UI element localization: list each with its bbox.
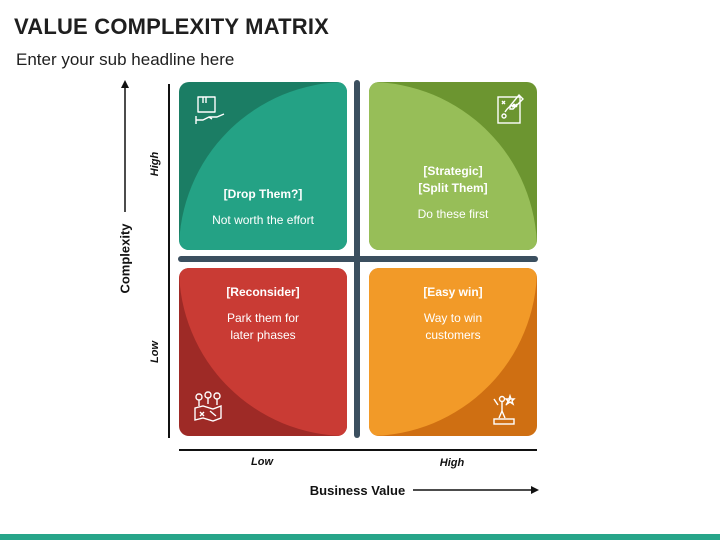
- y-axis-tick-low: Low: [149, 341, 161, 363]
- location-map-icon: [194, 391, 222, 422]
- quadrant-description: Not worth the effort: [212, 213, 314, 227]
- y-axis-title: Complexity: [117, 223, 133, 294]
- quadrant-reconsider: [Reconsider] Park them for later phases: [179, 268, 347, 436]
- footer-bar: [0, 534, 720, 540]
- x-axis-tick-low: Low: [251, 456, 273, 468]
- quadrant-label: [Easy win]: [423, 285, 483, 299]
- page-subtitle: Enter your sub headline here: [16, 50, 235, 69]
- y-axis-line: [168, 84, 170, 438]
- horizontal-divider: [178, 256, 538, 262]
- quadrant-label: [Reconsider]: [226, 285, 300, 299]
- quadrant-description-line2: customers: [425, 328, 481, 342]
- quadrant-label: [Drop Them?]: [223, 187, 303, 201]
- quadrant-description-line1: Park them for: [226, 311, 300, 325]
- y-axis-arrow: [121, 80, 129, 212]
- y-axis-tick-high: High: [149, 151, 161, 177]
- quadrant-label-line2: [Split Them]: [418, 181, 488, 195]
- strategy-board-icon: [497, 93, 524, 124]
- trophy-winner-icon: [493, 393, 516, 425]
- quadrant-description-line1: Way to win: [423, 311, 483, 325]
- quadrant-easy-win: [Easy win] Way to win customers: [369, 268, 537, 436]
- quadrant-description: Do these first: [417, 207, 489, 221]
- quadrant-label-line1: [Strategic]: [423, 164, 483, 178]
- hand-box-icon: [195, 96, 225, 124]
- page-title: VALUE COMPLEXITY MATRIX: [14, 14, 330, 39]
- quadrant-strategic: [Strategic] [Split Them] Do these first: [369, 82, 537, 250]
- quadrant-drop-them: [Drop Them?] Not worth the effort: [179, 82, 347, 250]
- quadrant-description-line2: later phases: [230, 328, 296, 342]
- x-axis-arrow: [413, 486, 539, 494]
- x-axis-line: [179, 449, 537, 451]
- x-axis-tick-high: High: [439, 457, 465, 469]
- x-axis-title: Business Value: [309, 483, 406, 498]
